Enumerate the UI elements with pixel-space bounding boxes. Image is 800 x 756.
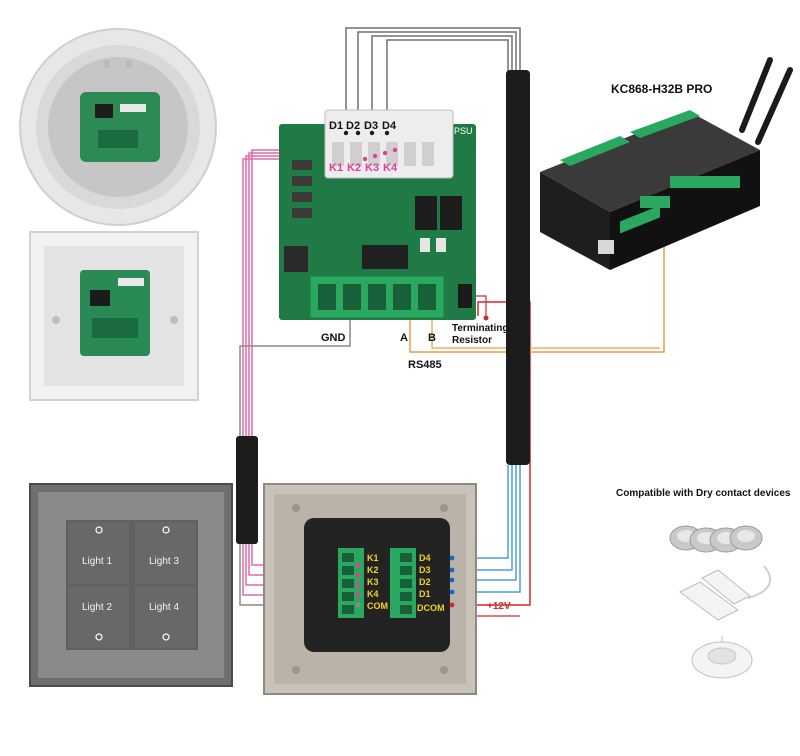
rs485-label: RS485: [408, 359, 442, 371]
panel-label-light-3: Light 3: [149, 556, 179, 567]
board-label-k1: K1: [329, 162, 343, 174]
board-label-a: A: [400, 332, 408, 344]
backplate-label-d1: D1: [419, 589, 431, 599]
backplate-label-com: COM: [367, 601, 388, 611]
door-sensor-image: [679, 565, 772, 621]
panel-button-light-3[interactable]: [135, 522, 196, 584]
board-label-d3: D3: [364, 120, 378, 132]
cable-sleeve-right: [506, 70, 530, 465]
motion-sensor-image: [691, 636, 753, 679]
board-label-k3: K3: [365, 162, 379, 174]
backplate-label-k3: K3: [367, 577, 379, 587]
panel-label-light-4: Light 4: [149, 602, 179, 613]
panel-button-light-4[interactable]: [135, 586, 196, 648]
terminating-label-line1: Terminating: [452, 323, 508, 334]
switch-panel: [29, 483, 233, 687]
power-label: +12V: [487, 601, 511, 612]
panel-label-light-1: Light 1: [82, 556, 112, 567]
board-label-b: B: [428, 332, 436, 344]
pcb-board: [279, 109, 476, 320]
panel-label-light-2: Light 2: [82, 602, 112, 613]
panel-backplate: [263, 483, 477, 695]
panel-button-light-1[interactable]: [68, 522, 129, 584]
cable-sleeve-left: [236, 436, 258, 544]
board-label-gnd: GND: [321, 332, 346, 344]
backplate-label-k4: K4: [367, 589, 379, 599]
terminating-label-line2: Resistor: [452, 335, 492, 346]
push-buttons-image: [669, 525, 763, 553]
board-label-psu: PSU: [454, 126, 473, 136]
controller-title: KC868-H32B PRO: [611, 82, 712, 96]
board-label-k2: K2: [347, 162, 361, 174]
backplate-label-k2: K2: [367, 565, 379, 575]
compatible-note: Compatible with Dry contact devices: [616, 488, 791, 499]
board-label-d2: D2: [346, 120, 360, 132]
controller-device: [540, 57, 793, 270]
panel-button-light-2[interactable]: [68, 586, 129, 648]
board-label-d1: D1: [329, 120, 343, 132]
board-label-k4: K4: [383, 162, 398, 174]
backplate-label-d4: D4: [419, 553, 431, 563]
board-label-d4: D4: [382, 120, 397, 132]
backplate-label-k1: K1: [367, 553, 379, 563]
backplate-label-d2: D2: [419, 577, 431, 587]
round-module-image: [19, 28, 217, 226]
square-module-image: [29, 231, 199, 401]
backplate-label-d3: D3: [419, 565, 431, 575]
backplate-label-dcom: DCOM: [417, 603, 445, 613]
